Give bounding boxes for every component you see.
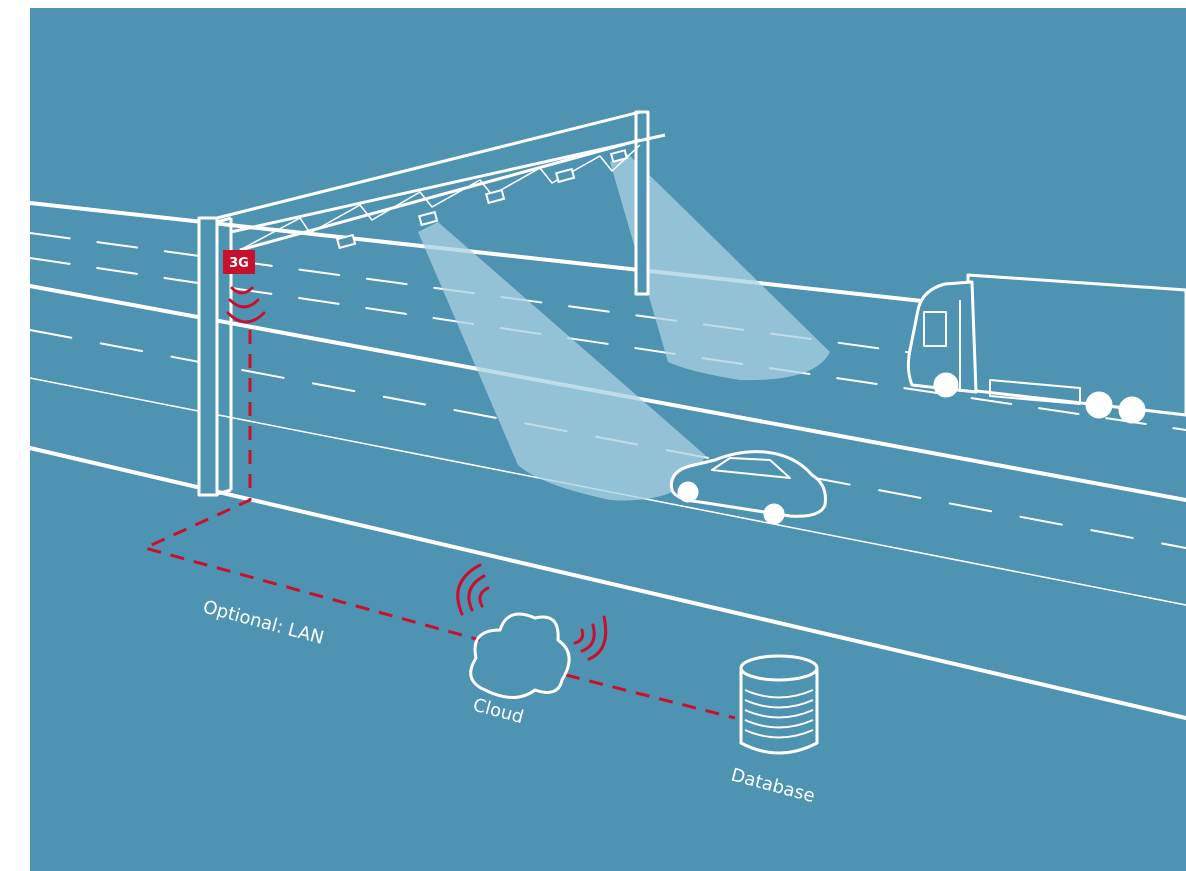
truck-icon xyxy=(906,273,1186,424)
cloud-icon xyxy=(469,612,571,699)
gantry-right-pole xyxy=(634,110,650,296)
car-icon xyxy=(669,450,827,525)
beam-car xyxy=(418,222,705,501)
badge-3g-label: 3G xyxy=(229,256,249,271)
gantry-left-pole xyxy=(197,216,219,497)
cloud-database-connection xyxy=(565,673,736,720)
lane-dash-2 xyxy=(29,257,1186,431)
gantry-truss xyxy=(239,144,641,251)
database-icon xyxy=(739,654,819,755)
gantry-icon xyxy=(197,110,666,497)
camera-beams xyxy=(418,154,830,501)
camera-icon xyxy=(336,149,629,250)
badge-3g: 3G xyxy=(223,250,255,274)
beam-truck xyxy=(610,154,830,381)
wireless-signal-icon xyxy=(226,286,266,324)
cloud-signal-icon xyxy=(456,563,608,661)
lan-connection xyxy=(140,330,481,642)
